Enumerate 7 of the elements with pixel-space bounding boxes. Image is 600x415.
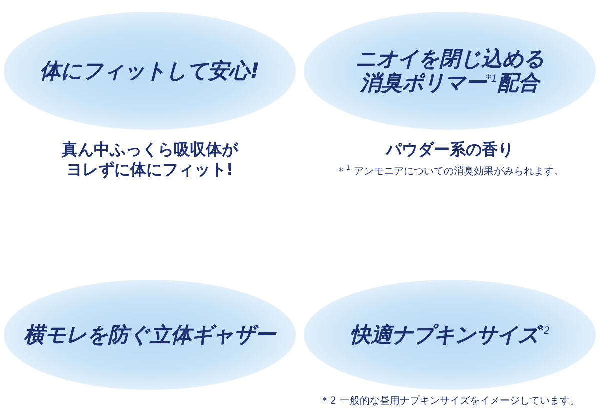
footnote: ＊$^{1}$ アンモニアについての消臭効果がみられます。 [336,164,564,178]
feature-heading: 体にフィットして安心! [40,58,260,84]
feature-description: パウダー系の香り [386,140,514,160]
feature-heading: ニオイを閉じ込める消臭ポリマー$^{*1}$配合 [354,46,546,96]
feature-heading: 横モレを防ぐ立体ギャザー [24,322,276,348]
feature-description: 真ん中ふっくら吸収体がヨレずに体にフィット! [62,140,238,180]
footnote: ＊2 一般的な昼用ナプキンサイズをイメージしています。 [320,394,580,408]
